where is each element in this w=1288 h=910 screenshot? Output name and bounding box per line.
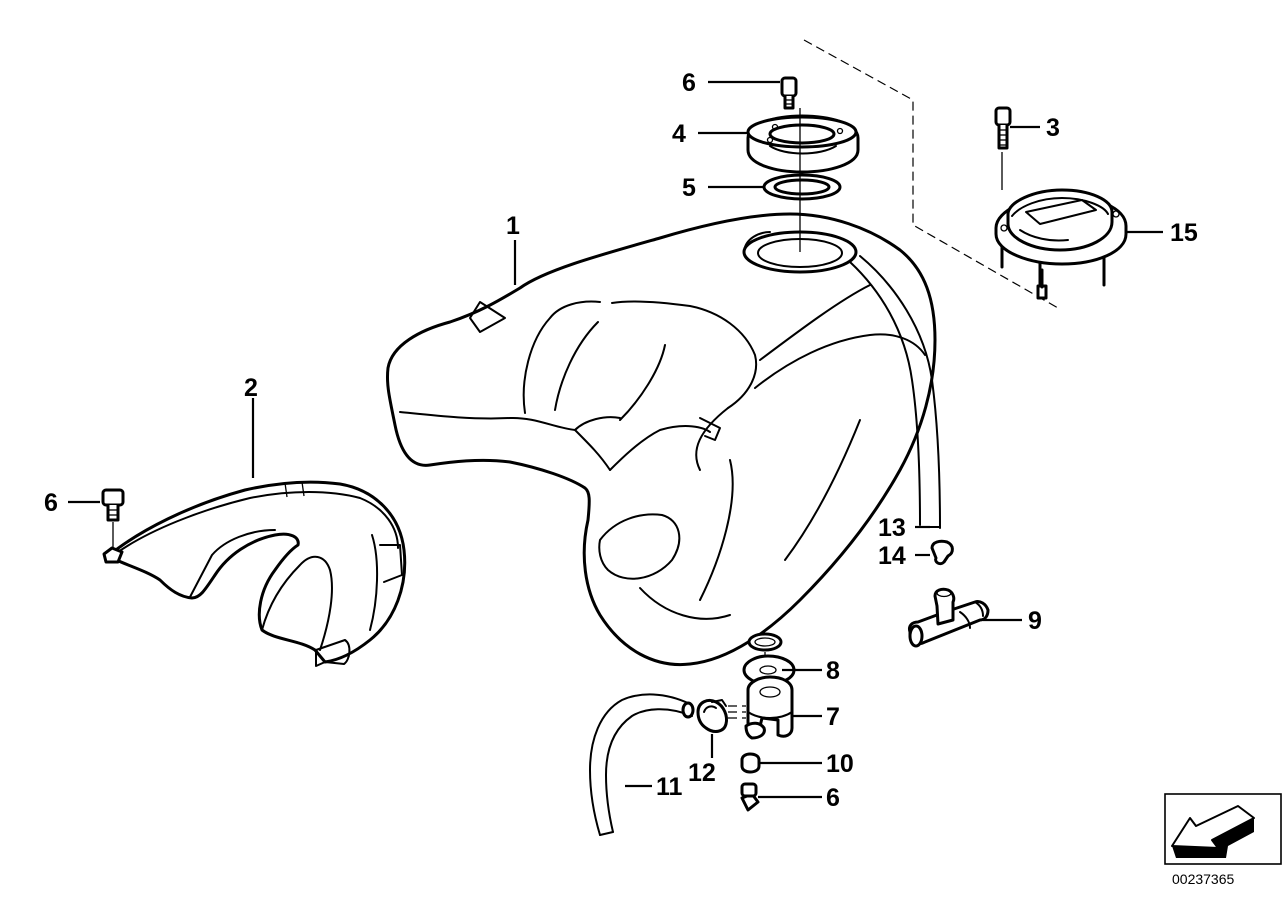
callout-15: 15: [1170, 219, 1198, 247]
cap-screw: [994, 106, 1012, 150]
hose-clamp: [696, 698, 728, 733]
filler-flange: [746, 114, 860, 174]
screw-bottom: [740, 782, 760, 812]
direction-arrow-icon: [1171, 805, 1255, 849]
orientation-arrow-box: 00237365: [1164, 793, 1282, 887]
callout-11: 11: [656, 773, 683, 801]
tank-cover: [102, 398, 407, 667]
callout-10: 10: [826, 750, 854, 778]
callout-13: 13: [878, 514, 906, 542]
hose-clip: [930, 539, 954, 566]
screw-top: [780, 76, 798, 110]
fuel-tap: [728, 654, 796, 740]
fuel-tank: [386, 212, 937, 667]
leader-lines: [68, 80, 1163, 799]
document-number: 00237365: [1172, 871, 1235, 887]
screw-left: [101, 488, 125, 548]
callout-3: 3: [1046, 114, 1060, 142]
callout-6-top: 6: [682, 69, 696, 97]
callout-9: 9: [1028, 607, 1042, 635]
callout-7: 7: [826, 703, 840, 731]
callout-1: 1: [506, 212, 520, 240]
callout-8: 8: [826, 657, 840, 685]
callout-2: 2: [244, 374, 258, 402]
callout-12: 12: [688, 759, 716, 787]
filler-gasket: [762, 173, 842, 201]
callout-14: 14: [878, 542, 906, 570]
callout-5: 5: [682, 174, 696, 202]
arrow-shadow: [1172, 818, 1254, 858]
callout-labels: 1 2 3 4 5 6 6 6 7 8 9 10 11 12 13 14 15: [44, 69, 1198, 812]
fuel-hose: [589, 693, 695, 836]
fuel-cap: [994, 152, 1128, 300]
callout-6-left: 6: [44, 489, 58, 517]
callout-4: 4: [672, 120, 686, 148]
washer: [740, 752, 761, 774]
callout-6-bottom: 6: [826, 784, 840, 812]
assembly-dashed-line: [803, 39, 1059, 309]
t-connector: [908, 587, 990, 648]
seal-ring: [747, 632, 783, 652]
